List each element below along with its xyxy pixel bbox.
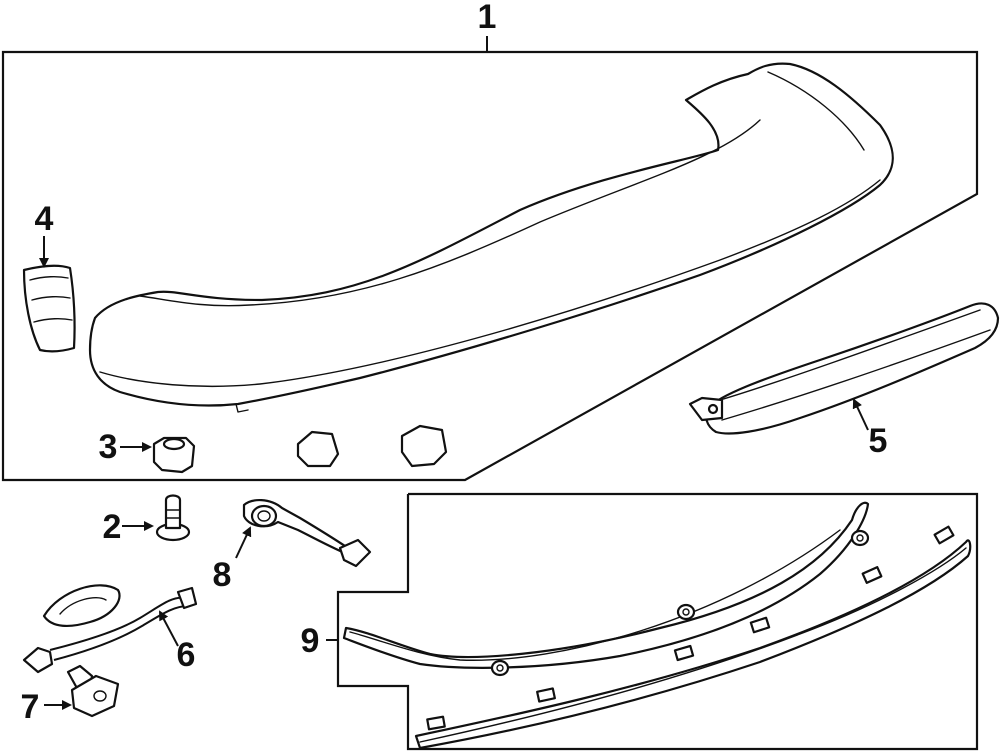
push-rivet-drawing: [122, 494, 191, 542]
callout-8: 8: [213, 556, 232, 594]
seal-grommets: [490, 529, 870, 677]
retainer-clip-b-drawing: [400, 424, 448, 468]
callout-7: 7: [21, 688, 40, 726]
retainer-clip-a-drawing: [296, 430, 340, 468]
hose-connector-drawing: [235, 499, 372, 568]
callout-1: 1: [478, 0, 497, 36]
callout-3: 3: [99, 428, 118, 466]
callout-6: 6: [177, 636, 196, 674]
end-cap-drawing: [22, 264, 76, 353]
seal-tabs: [426, 525, 955, 731]
spoiler-assembly-drawing: [88, 62, 894, 413]
callout-9: 9: [301, 622, 320, 660]
callout-2: 2: [103, 508, 122, 546]
washer-hose-drawing: [22, 584, 198, 674]
high-mount-stop-lamp-drawing: [688, 302, 1000, 435]
group-frame-1: [1, 36, 979, 482]
washer-nozzle-drawing: [44, 664, 120, 718]
seal-strip-drawing: [342, 501, 972, 750]
callout-5: 5: [869, 422, 888, 460]
clip-nut-drawing: [120, 436, 196, 474]
group-frame-9: [326, 492, 979, 751]
callout-4: 4: [35, 200, 54, 238]
